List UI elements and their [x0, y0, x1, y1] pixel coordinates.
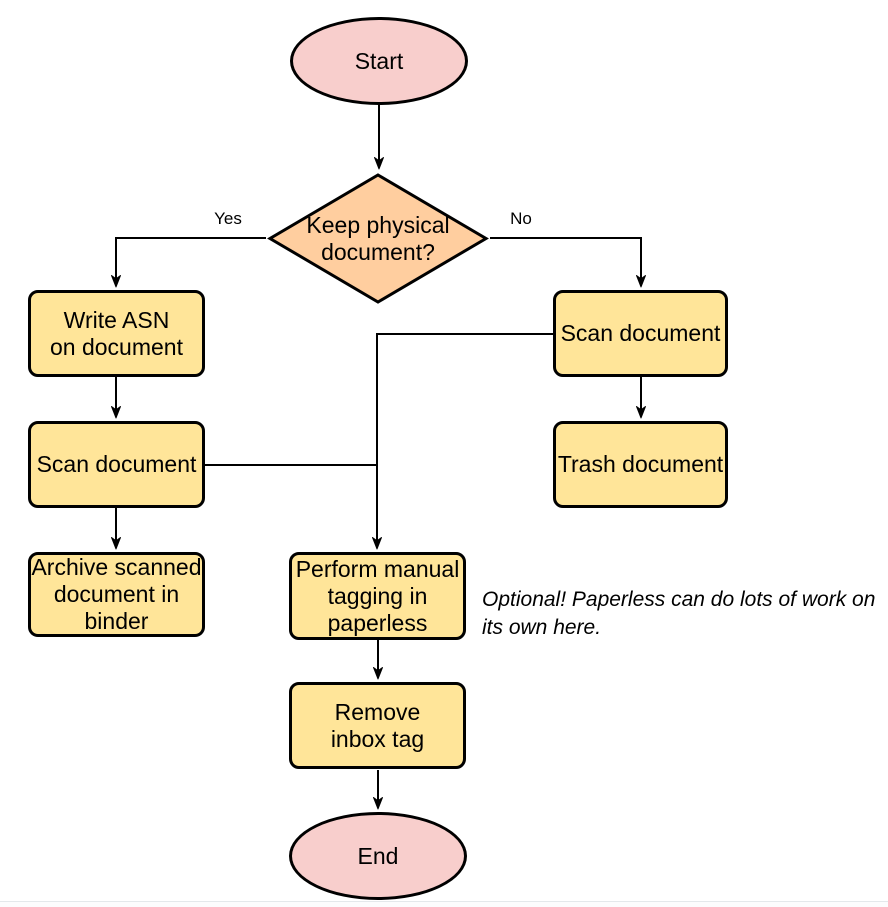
node-label: Trash document — [557, 451, 724, 477]
process-trash-document: Trash document — [553, 421, 728, 508]
node-label: Archive scanned document in binder — [31, 554, 202, 634]
node-label: Scan document — [560, 320, 721, 346]
diamond-shape — [267, 173, 489, 304]
process-scan-document-right: Scan document — [553, 290, 728, 377]
process-remove-inbox-tag: Remove inbox tag — [289, 682, 466, 769]
diamond-polygon — [267, 173, 489, 304]
bottom-divider — [0, 901, 888, 907]
node-label: Scan document — [36, 451, 197, 477]
node-label: Keep physical document? — [306, 211, 450, 265]
decision-keep-physical-document: Keep physical document? — [266, 172, 490, 305]
optional-note: Optional! Paperless can do lots of work … — [482, 588, 876, 639]
node-label: End — [357, 842, 399, 869]
process-perform-manual-tagging: Perform manual tagging in paperless — [289, 552, 466, 640]
edge-yes-branch — [111, 237, 266, 288]
node-label: Write ASN on document — [50, 306, 183, 360]
end-node: End — [289, 812, 467, 900]
process-write-asn: Write ASN on document — [28, 290, 205, 377]
node-label: Perform manual tagging in paperless — [295, 555, 460, 636]
edge-scanright-to-perform — [372, 333, 553, 550]
node-label: Start — [354, 47, 404, 74]
process-scan-document-left: Scan document — [28, 421, 205, 508]
node-label: Remove inbox tag — [330, 698, 425, 752]
start-node: Start — [290, 17, 468, 105]
edge-label-yes: Yes — [214, 209, 242, 228]
edge-no-branch — [490, 237, 646, 288]
edge-label-no: No — [510, 209, 532, 228]
process-archive-scanned-document: Archive scanned document in binder — [28, 552, 205, 637]
